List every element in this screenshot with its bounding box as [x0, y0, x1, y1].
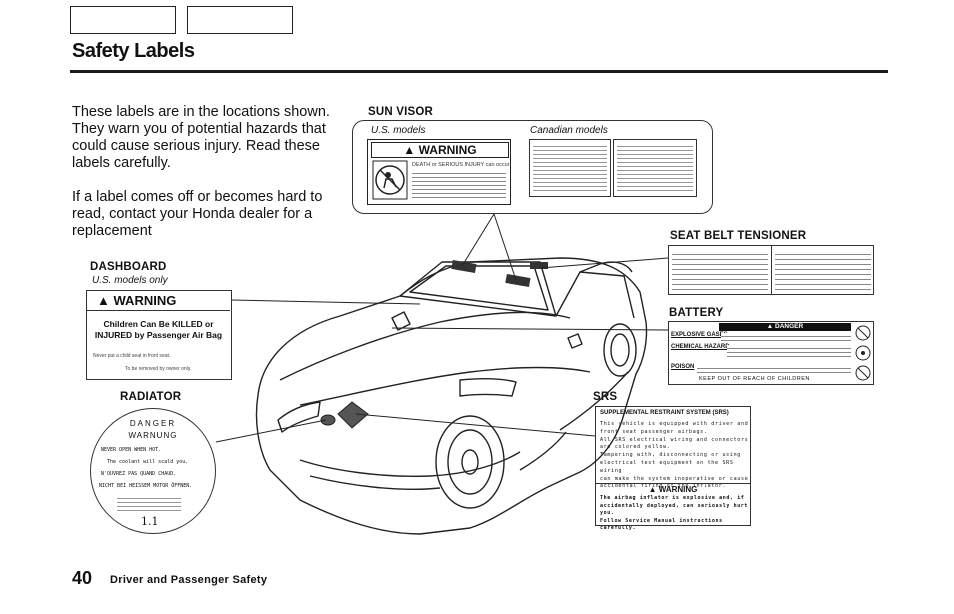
battery-poison-text: POISON [671, 364, 695, 370]
intro-paragraph-2: If a label comes off or becomes hard to … [72, 189, 323, 239]
sun-visor-us-label: ▲ WARNING DEATH or SERIOUS INJURY can oc… [367, 139, 511, 205]
danger-triangle-icon: ▲ [766, 323, 774, 330]
dashboard-line-3: Never put a child seat in front seat. [93, 353, 171, 359]
battery-keep-out-text: KEEP OUT OF REACH OF CHILDREN [699, 376, 810, 382]
srs-warning-bar: ▲ WARNING [596, 485, 750, 494]
battery-danger-bar: ▲ DANGER [719, 323, 851, 331]
sun-visor-ca-caption: Canadian models [530, 125, 608, 136]
battery-explosive-text: EXPLOSIVE GASES [671, 332, 728, 338]
seat-belt-heading: SEAT BELT TENSIONER [670, 230, 807, 242]
srs-body-line: front seat passenger airbags. [600, 428, 708, 435]
battery-danger-title: DANGER [775, 323, 804, 330]
page-number: 40 [72, 568, 93, 588]
battery-hazard-icons [855, 325, 871, 381]
header-tab-left [70, 6, 176, 34]
srs-warning-line: accidentally deployed, can seriously hur… [600, 502, 749, 509]
dashboard-line-4: To be removed by owner only. [125, 366, 192, 372]
seat-belt-label [668, 245, 874, 295]
srs-body-line: Tampering with, disconnecting or using [600, 452, 741, 459]
dashboard-main-text: Children Can Be KILLED or INJURED by Pas… [87, 319, 230, 341]
battery-chemical-text: CHEMICAL HAZARD [671, 344, 730, 350]
radiator-warnung-text: WARNUNG [128, 431, 178, 440]
dashboard-warning-bar: ▲ WARNING [87, 291, 230, 311]
srs-warning-line: Follow Service Manual instructions caref… [600, 517, 723, 532]
srs-body-line: can make the system inoperative or cause [600, 475, 749, 482]
warning-triangle-icon: ▲ [648, 485, 657, 494]
radiator-danger-text: DANGER [129, 419, 177, 428]
battery-chemical-fine-print [727, 345, 851, 359]
seat-belt-divider [771, 246, 772, 294]
sun-visor-warning-title: WARNING [418, 143, 477, 157]
srs-divider [596, 483, 750, 484]
footer-section: Driver and Passenger Safety [110, 574, 268, 586]
srs-body: This vehicle is equipped with driver and… [600, 421, 750, 491]
sun-visor-ca-label-en [529, 139, 611, 197]
radiator-heading: RADIATOR [120, 391, 182, 403]
srs-body-line: accidental firing of the inflator. [600, 483, 727, 490]
battery-heading: BATTERY [669, 307, 724, 319]
intro-paragraph-1: These labels are in the locations shown.… [72, 104, 330, 171]
warning-triangle-icon: ▲ [403, 143, 416, 157]
radiator-code: 1.1 [141, 515, 159, 528]
sun-visor-us-caption: U.S. models [371, 125, 426, 136]
radiator-line-3: N'OUVREZ PAS QUAND CHAUD. [101, 471, 177, 477]
sun-visor-warning-lead: DEATH or SERIOUS INJURY can occur [412, 162, 510, 168]
srs-body-line: This vehicle is equipped with driver and [600, 421, 749, 427]
srs-warning-body: The airbag inflator is explosive and, if… [600, 495, 750, 533]
srs-warning-line: The airbag inflator is explosive and, if [600, 495, 745, 501]
sun-visor-ca-fine-print-fr [617, 143, 693, 193]
radiator-line-4: NICHT BEI HEISSEM MOTOR ÖFFNEN. [99, 483, 193, 489]
dashboard-heading: DASHBOARD [90, 261, 167, 273]
sun-visor-frame: U.S. models Canadian models ▲ WARNING DE… [352, 120, 713, 214]
radiator-line-1: NEVER OPEN WHEN HOT. [101, 447, 162, 453]
seat-belt-fine-print-fr [775, 250, 871, 290]
sun-visor-heading: SUN VISOR [368, 106, 434, 118]
srs-title: SUPPLEMENTAL RESTRAINT SYSTEM (SRS) [600, 410, 729, 416]
srs-body-line: electrical test equipment on the SRS wir… [600, 459, 734, 474]
dashboard-warning-title: WARNING [113, 293, 177, 308]
srs-warning-line: you. [600, 510, 615, 516]
intro-text: These labels are in the locations shown.… [72, 104, 342, 257]
srs-warning-title: WARNING [658, 485, 698, 494]
srs-label: SUPPLEMENTAL RESTRAINT SYSTEM (SRS) This… [595, 406, 751, 531]
header-tab-right [187, 6, 293, 34]
radiator-fine-print [117, 495, 181, 511]
page-title: Safety Labels [72, 40, 195, 62]
radiator-cap-label: DANGER WARNUNG NEVER OPEN WHEN HOT. The … [90, 408, 216, 534]
battery-poison-fine-print [697, 365, 851, 373]
srs-body-line: are colored yellow. [600, 444, 671, 451]
dashboard-line-2: INJURED by Passenger Air Bag [94, 330, 223, 340]
warning-triangle-icon: ▲ [97, 293, 110, 308]
dashboard-line-1: Children Can Be KILLED or [103, 319, 214, 329]
radiator-line-2: The coolant will scald you. [107, 459, 189, 465]
dashboard-label: ▲ WARNING Children Can Be KILLED or INJU… [86, 290, 232, 380]
battery-explosive-fine-print [721, 333, 851, 341]
srs-body-line: All SRS electrical wiring and connectors [600, 436, 749, 443]
sun-visor-warning-bar: ▲ WARNING [371, 142, 509, 158]
sun-visor-ca-label-fr [613, 139, 697, 197]
dashboard-sub: U.S. models only [92, 275, 168, 286]
no-child-seat-icon [372, 160, 408, 200]
seat-belt-fine-print-en [672, 250, 768, 290]
sun-visor-fine-print [412, 170, 506, 200]
title-rule [70, 70, 888, 73]
sun-visor-ca-fine-print-en [533, 143, 607, 193]
battery-label: ▲ DANGER EXPLOSIVE GASES CHEMICAL HAZARD… [668, 321, 874, 385]
